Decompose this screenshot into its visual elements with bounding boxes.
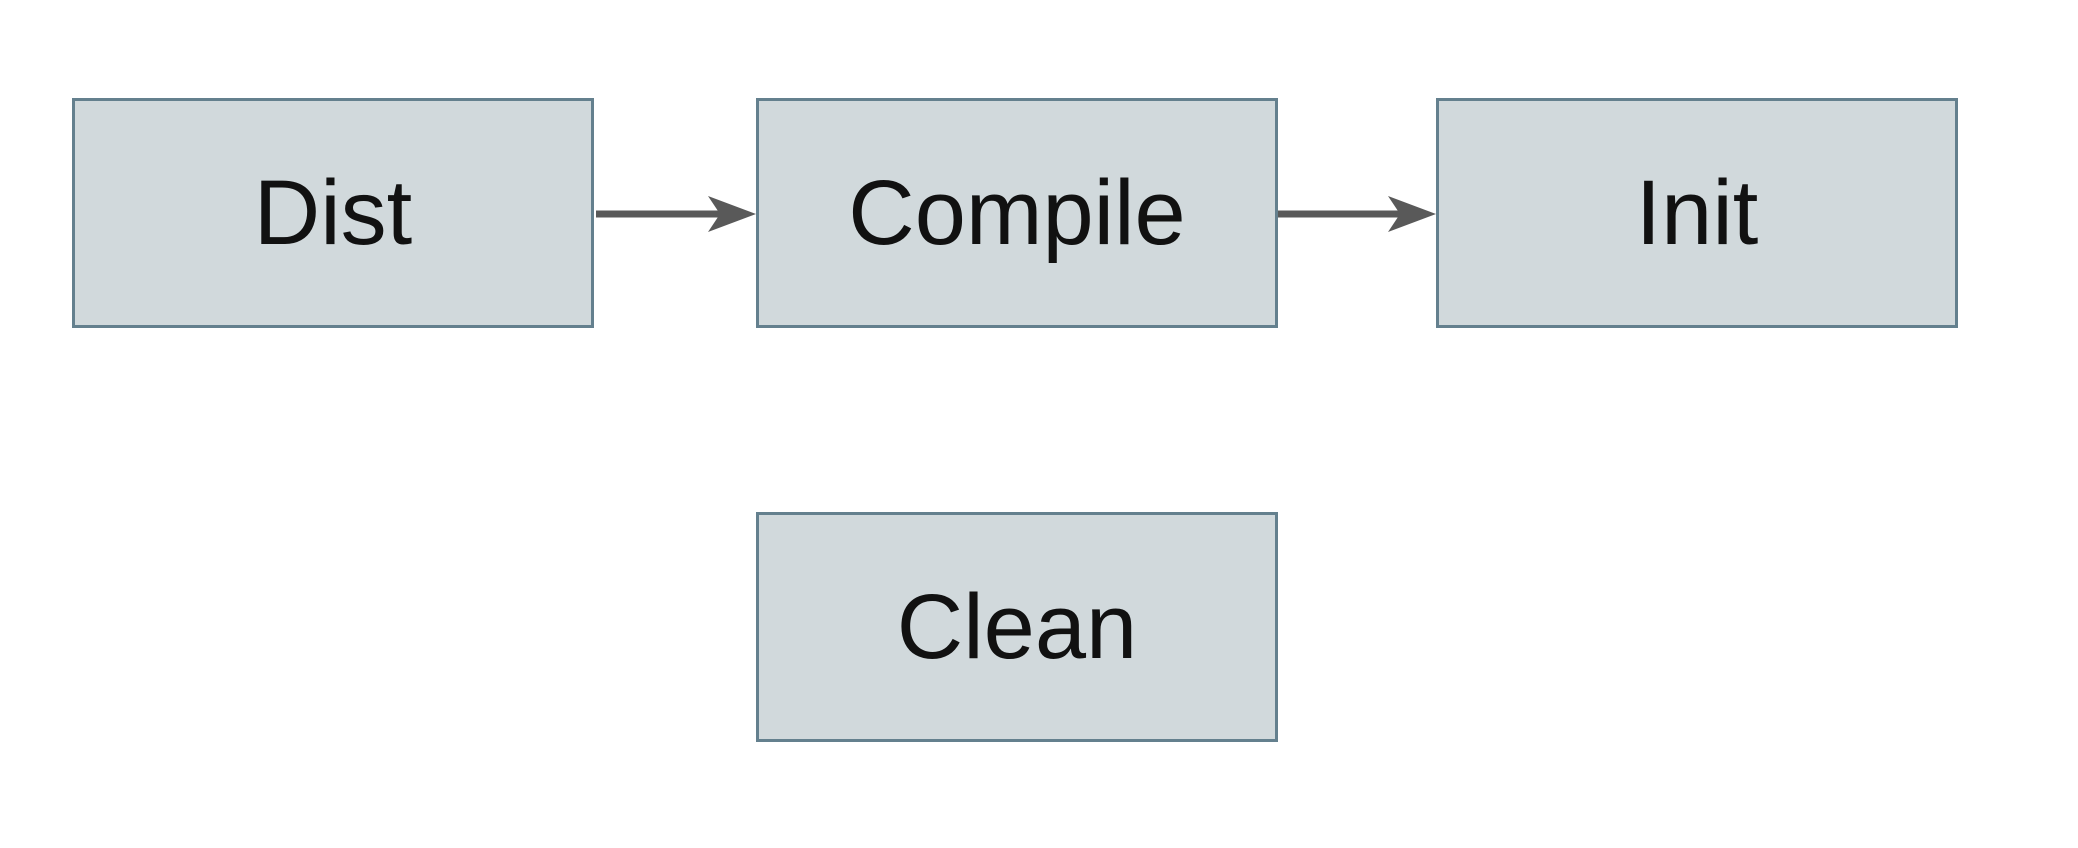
node-dist-label: Dist (253, 162, 413, 264)
node-compile-label: Compile (848, 162, 1186, 264)
node-compile[interactable]: Compile (756, 98, 1278, 328)
edge-compile-to-init[interactable] (1278, 196, 1436, 232)
edge-dist-to-compile[interactable] (596, 196, 756, 232)
node-init[interactable]: Init (1436, 98, 1958, 328)
node-clean-label: Clean (896, 576, 1138, 678)
node-init-label: Init (1635, 162, 1759, 264)
node-dist[interactable]: Dist (72, 98, 594, 328)
node-clean[interactable]: Clean (756, 512, 1278, 742)
arrowhead-right-icon (1388, 196, 1436, 232)
arrowhead-right-icon (708, 196, 756, 232)
